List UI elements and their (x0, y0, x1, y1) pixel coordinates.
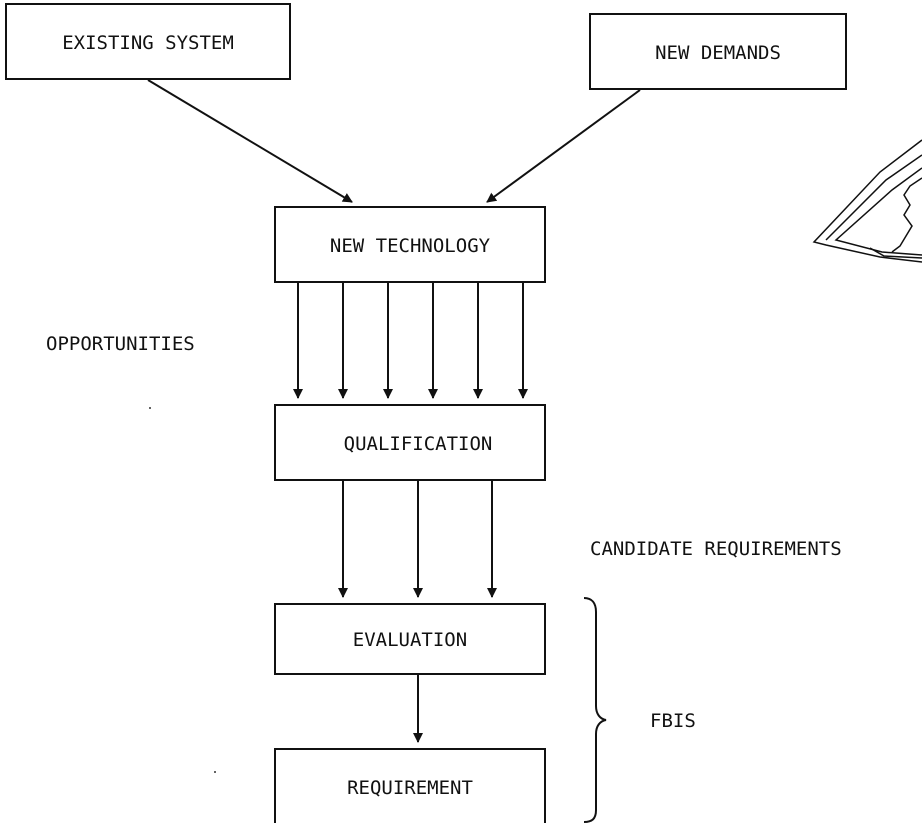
new-demands-label: NEW DEMANDS (655, 42, 781, 64)
opportunity-arrows (293, 283, 528, 399)
partial-sketch (812, 139, 922, 263)
requirement-box: REQUIREMENT (274, 748, 546, 823)
candidate-requirements-label: CANDIDATE REQUIREMENTS (590, 538, 842, 560)
arrow-existing-to-technology (147, 79, 353, 203)
evaluation-box: EVALUATION (274, 603, 546, 675)
stray-dot (214, 771, 216, 773)
new-technology-box: NEW TECHNOLOGY (274, 206, 546, 283)
stray-dot (149, 407, 151, 409)
evaluation-label: EVALUATION (353, 629, 467, 651)
arrow-demands-to-technology (486, 89, 641, 203)
candidate-arrows (338, 481, 497, 598)
qualification-box: QUALIFICATION (274, 404, 546, 481)
opportunities-label: OPPORTUNITIES (46, 333, 195, 355)
fbis-brace (583, 597, 607, 823)
existing-system-box: EXISTING SYSTEM (5, 3, 291, 80)
fbis-label: FBIS (650, 710, 696, 732)
existing-system-label: EXISTING SYSTEM (62, 32, 234, 54)
qualification-label: QUALIFICATION (344, 433, 493, 455)
requirement-label: REQUIREMENT (347, 777, 473, 799)
new-technology-label: NEW TECHNOLOGY (330, 235, 491, 257)
new-demands-box: NEW DEMANDS (589, 13, 847, 90)
